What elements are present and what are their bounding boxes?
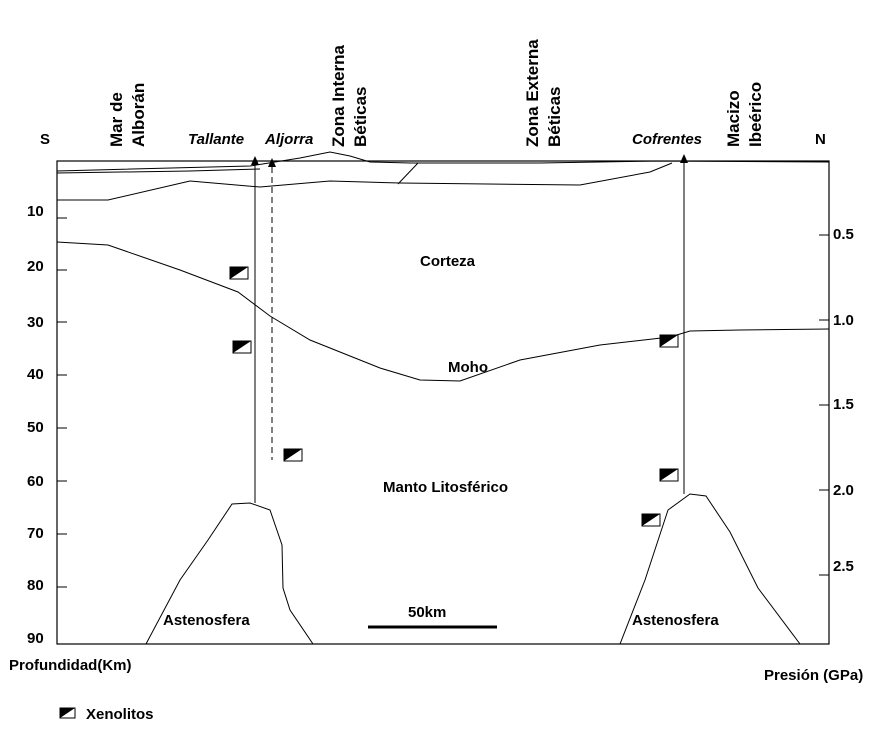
scale-bar-label: 50km <box>408 604 446 621</box>
layer-moho-label: Moho <box>448 359 488 376</box>
layer-astenosfera-left-label: Astenosfera <box>163 612 250 629</box>
pressure-tick-label: 0.5 <box>833 226 854 243</box>
layer-astenosfera-right-label: Astenosfera <box>632 612 719 629</box>
region-macizo-line1: Macizo <box>724 90 743 147</box>
topography-line <box>56 151 830 172</box>
pressure-tick-label: 2.5 <box>833 558 854 575</box>
basin-fault-line <box>397 162 419 185</box>
pressure-axis: 0.5 1.0 1.5 2.0 2.5 <box>819 226 854 576</box>
depth-axis: 10 20 30 40 50 60 70 80 90 <box>27 203 67 647</box>
depth-tick-label: 10 <box>27 203 44 220</box>
section-frame <box>56 160 830 645</box>
asthenosphere-left-outline <box>145 502 314 645</box>
layer-corteza-label: Corteza <box>420 253 476 270</box>
depth-axis-title: Profundidad(Km) <box>9 657 131 674</box>
region-mar-alboran-line1: Mar de <box>107 92 126 147</box>
depth-tick-label: 50 <box>27 419 44 436</box>
asthenosphere-right-outline <box>619 493 801 645</box>
locality-tallante-label: Tallante <box>188 131 244 148</box>
region-zona-externa-line1: Zona Externa <box>523 39 542 147</box>
depth-tick-label: 20 <box>27 258 44 275</box>
xenolith-symbol-icon <box>659 334 679 348</box>
pressure-axis-title: Presión (GPa) <box>764 667 863 684</box>
depth-tick-label: 80 <box>27 577 44 594</box>
depth-tick-label: 70 <box>27 525 44 542</box>
seafloor-line <box>57 180 191 201</box>
region-mar-alboran-line2: Alborán <box>129 83 148 147</box>
xenolith-symbol-icon <box>659 468 679 482</box>
legend-xenolitos-label: Xenolitos <box>86 706 154 723</box>
xenolith-symbol-icon <box>229 266 249 280</box>
pressure-tick-label: 1.5 <box>833 396 854 413</box>
aljorra-marker-icon <box>268 158 276 167</box>
xenolith-symbol-icon <box>232 340 252 354</box>
upper-crust-line <box>189 162 673 188</box>
north-label: N <box>815 131 826 148</box>
locality-cofrentes-label: Cofrentes <box>632 131 702 148</box>
locality-aljorra-label: Aljorra <box>264 131 313 148</box>
moho-line <box>56 241 830 382</box>
region-zona-interna-line2: Béticas <box>351 87 370 147</box>
region-zona-externa-line2: Béticas <box>545 87 564 147</box>
xenolith-symbol-icon <box>641 513 661 527</box>
region-macizo-line2: Ibeérico <box>746 82 765 147</box>
pressure-tick-label: 1.0 <box>833 312 854 329</box>
depth-tick-label: 30 <box>27 314 44 331</box>
legend-xenolith-icon <box>59 707 76 719</box>
region-zona-interna-line1: Zona Interna <box>329 44 348 147</box>
pressure-tick-label: 2.0 <box>833 482 854 499</box>
xenolith-symbol-icon <box>283 448 303 462</box>
south-label: S <box>40 131 50 148</box>
layer-manto-label: Manto Litosférico <box>383 479 508 496</box>
cofrentes-marker-icon <box>680 154 688 163</box>
depth-tick-label: 60 <box>27 473 44 490</box>
depth-tick-label: 90 <box>27 630 44 647</box>
sediment-base-line <box>56 168 261 174</box>
depth-tick-label: 40 <box>27 366 44 383</box>
tallante-marker-icon <box>251 156 259 165</box>
